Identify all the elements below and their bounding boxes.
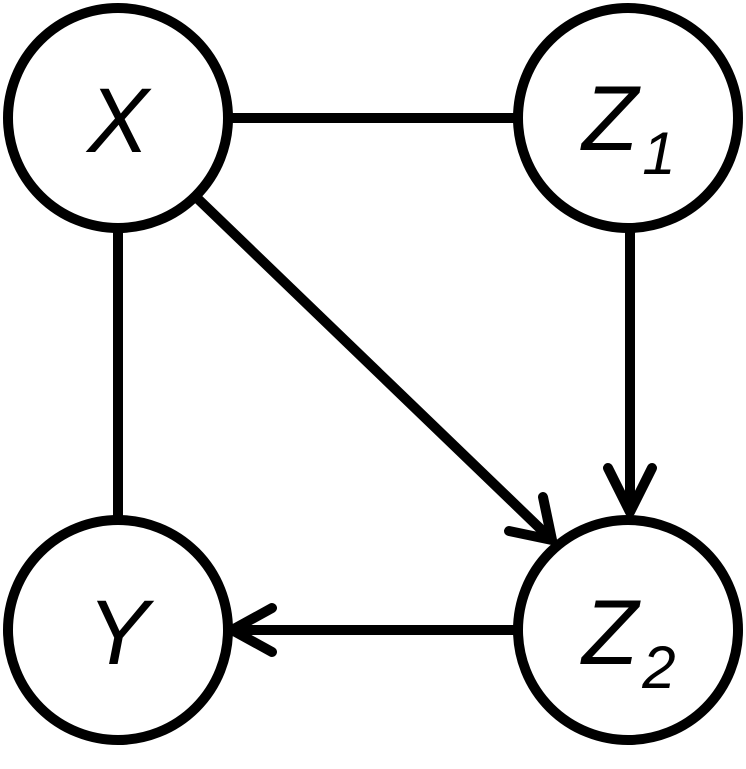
node-y-label: Y [87, 582, 154, 684]
edge-x-z2 [193, 194, 556, 544]
arrowhead-z1-z2 [603, 463, 657, 517]
node-z2: Z 2 [513, 515, 743, 745]
node-z2-label: Z [580, 582, 641, 684]
node-z2-text: Z 2 [580, 582, 676, 701]
node-x-label: X [85, 70, 152, 172]
node-z1-text: Z 1 [580, 68, 676, 187]
node-x: X [3, 3, 233, 233]
node-z1: Z 1 [513, 3, 743, 233]
node-z1-subscript: 1 [642, 120, 675, 187]
node-y: Y [3, 515, 233, 745]
node-z1-circle [513, 3, 743, 233]
node-x-circle [3, 3, 233, 233]
node-z2-subscript: 2 [641, 634, 675, 701]
node-z2-circle [513, 515, 743, 745]
node-z1-label: Z [580, 68, 641, 170]
node-y-circle [3, 515, 233, 745]
arrowhead-x-z2 [504, 492, 557, 545]
